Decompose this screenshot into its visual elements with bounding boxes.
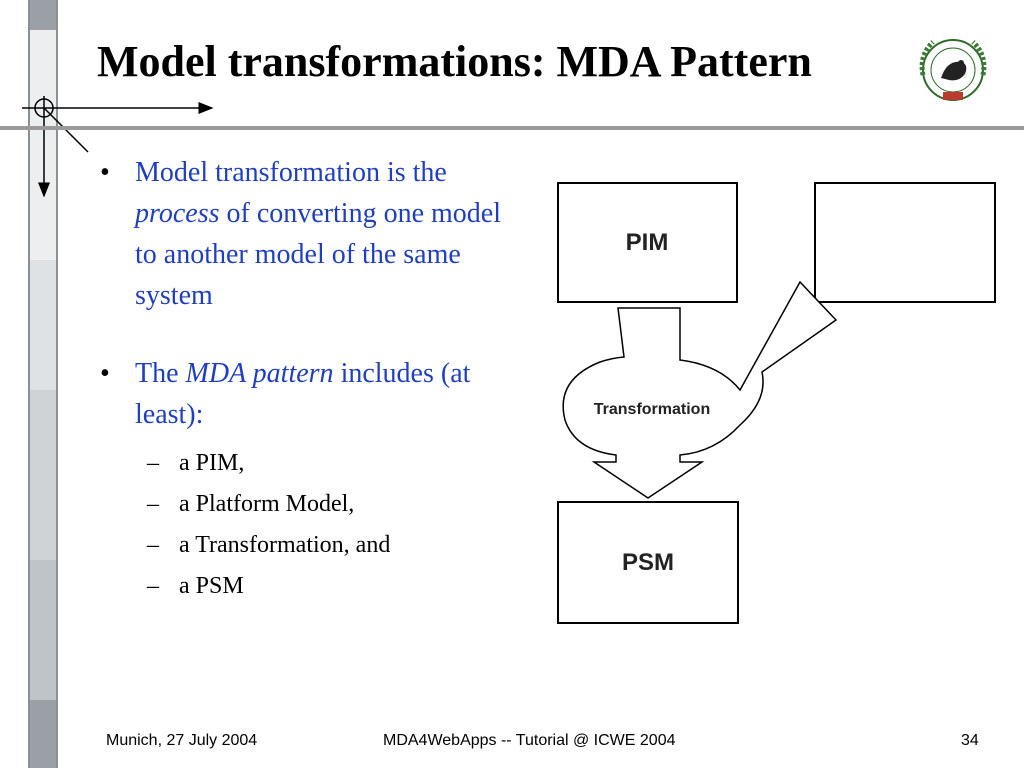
bullet-text: The MDA pattern includes (at least): [135,358,471,430]
bullet-item: • The MDA pattern includes (at least): –… [100,353,520,607]
bar-segment [28,0,58,30]
bar-segment [28,700,58,768]
footer-date: Munich, 27 July 2004 [106,732,258,749]
title-divider [0,126,1024,130]
footer-page-number: 34 [961,732,979,749]
sub-list: –a PIM, –a Platform Model, –a Transforma… [135,443,520,607]
bullet-dot-icon: • [100,358,110,389]
bar-segment [28,560,58,700]
sub-list-item: –a PIM, [147,450,245,476]
bar-segment [28,390,58,560]
bullet-dot-icon: • [100,157,110,188]
platform-model-box [814,182,996,303]
sub-list-item: –a PSM [147,573,244,599]
psm-label: PSM [622,549,674,576]
bullet-item: • Model transformation is the process of… [100,152,520,316]
sub-list-item: –a Platform Model, [147,491,355,517]
page-title: Model transformations: MDA Pattern [97,37,812,86]
psm-box [557,501,739,624]
bullet-list: • Model transformation is the process of… [100,152,520,607]
sub-list-item: –a Transformation, and [147,532,391,558]
footer-title: MDA4WebApps -- Tutorial @ ICWE 2004 [383,732,676,749]
bullet-text: Model transformation is the process of c… [135,157,501,311]
bar-segment [28,30,58,260]
crosshair-ornament [22,96,214,198]
mda-pattern-diagram: PIM Transformation PSM [557,182,996,624]
pim-box [557,182,738,303]
university-seal-logo [919,39,987,101]
transformation-label: Transformation [594,401,710,418]
pim-label: PIM [626,229,669,256]
bar-segment [28,260,58,390]
transformation-shape [562,280,838,499]
left-decorative-bar [28,0,58,768]
